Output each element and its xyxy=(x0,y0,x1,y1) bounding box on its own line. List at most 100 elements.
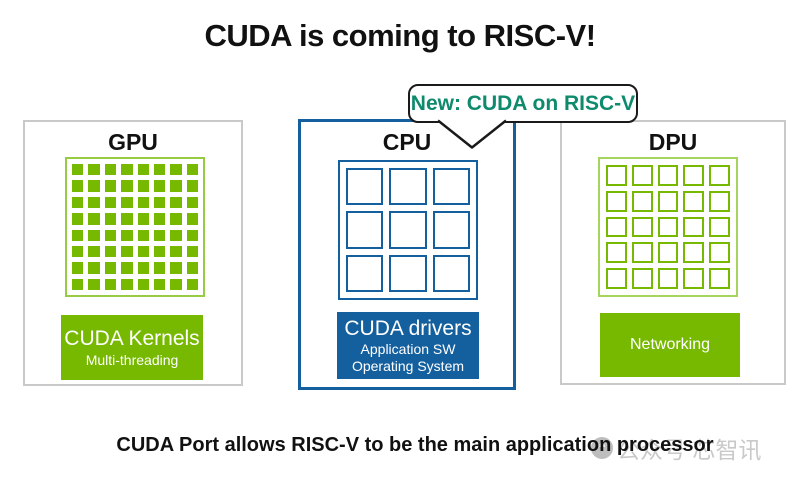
core-cell xyxy=(170,229,182,241)
core-cell xyxy=(170,262,182,274)
core-cell xyxy=(709,165,730,186)
core-cell xyxy=(709,190,730,212)
footer-caption: CUDA Port allows RISC-V to be the main a… xyxy=(116,434,714,456)
core-cell xyxy=(186,262,198,274)
core-cell xyxy=(88,196,100,209)
core-cell xyxy=(72,213,84,225)
core-cell xyxy=(153,245,166,258)
core-cell xyxy=(683,242,705,264)
core-cell xyxy=(683,216,705,238)
core-cell xyxy=(121,229,133,241)
core-cell xyxy=(346,211,384,249)
watermark-logo-icon: ❝ xyxy=(591,437,613,459)
core-cell xyxy=(170,278,182,290)
callout-bubble: New: CUDA on RISC-V xyxy=(408,84,638,123)
core-cell xyxy=(104,245,117,258)
core-cell xyxy=(606,216,627,238)
watermark: ❝ 公众号 芯智讯 xyxy=(591,431,761,465)
core-cell xyxy=(606,165,627,186)
cpu-label-box: CUDA drivers Application SW Operating Sy… xyxy=(337,312,479,379)
core-cell xyxy=(153,213,166,225)
core-cell xyxy=(88,229,100,241)
core-cell xyxy=(170,245,182,258)
core-cell xyxy=(137,245,149,258)
cpu-panel: CPU CUDA drivers Application SW Operatin… xyxy=(298,119,516,390)
dpu-core-grid xyxy=(598,157,738,297)
cpu-label-line3: Operating System xyxy=(351,357,465,374)
core-cell xyxy=(153,278,166,290)
core-cell xyxy=(606,190,627,212)
cpu-core-grid xyxy=(338,160,478,300)
core-cell xyxy=(432,211,470,249)
core-cell xyxy=(631,190,653,212)
core-cell xyxy=(104,278,117,290)
core-cell xyxy=(121,180,133,192)
cpu-label-line1: CUDA drivers xyxy=(344,316,472,340)
core-cell xyxy=(657,268,679,289)
core-cell xyxy=(121,278,133,290)
core-cell xyxy=(153,180,166,192)
core-cell xyxy=(389,254,427,292)
core-cell xyxy=(631,216,653,238)
gpu-label-line1: CUDA Kernels xyxy=(64,326,200,350)
core-cell xyxy=(88,180,100,192)
core-cell xyxy=(709,268,730,289)
core-cell xyxy=(137,229,149,241)
core-cell xyxy=(170,196,182,209)
core-cell xyxy=(631,165,653,186)
core-cell xyxy=(72,196,84,209)
core-cell xyxy=(657,216,679,238)
core-cell xyxy=(137,196,149,209)
core-cell xyxy=(104,180,117,192)
core-cell xyxy=(121,213,133,225)
core-cell xyxy=(657,165,679,186)
core-cell xyxy=(631,242,653,264)
core-cell xyxy=(186,180,198,192)
core-cell xyxy=(657,242,679,264)
core-cell xyxy=(631,268,653,289)
core-cell xyxy=(137,180,149,192)
core-cell xyxy=(72,180,84,192)
core-cell xyxy=(121,196,133,209)
core-cell xyxy=(186,196,198,209)
dpu-label-line1: Networking xyxy=(629,335,711,353)
core-cell xyxy=(186,229,198,241)
core-cell xyxy=(121,262,133,274)
core-cell xyxy=(709,216,730,238)
core-cell xyxy=(170,180,182,192)
core-cell xyxy=(683,190,705,212)
core-cell xyxy=(153,262,166,274)
core-cell xyxy=(88,164,100,176)
cpu-panel-title: CPU xyxy=(382,129,432,155)
core-cell xyxy=(153,229,166,241)
gpu-label-line2: Multi-threading xyxy=(85,351,179,368)
core-cell xyxy=(121,164,133,176)
core-cell xyxy=(186,245,198,258)
core-cell xyxy=(657,190,679,212)
core-cell xyxy=(121,245,133,258)
core-cell xyxy=(346,254,384,292)
core-cell xyxy=(104,262,117,274)
core-cell xyxy=(72,278,84,290)
callout-text: New: CUDA on RISC-V xyxy=(410,91,636,115)
page-title: CUDA is coming to RISC-V! xyxy=(204,18,596,53)
core-cell xyxy=(186,278,198,290)
core-cell xyxy=(606,268,627,289)
core-cell xyxy=(104,229,117,241)
core-cell xyxy=(88,262,100,274)
core-cell xyxy=(72,245,84,258)
core-cell xyxy=(153,196,166,209)
watermark-text: 公众号 芯智讯 xyxy=(617,437,762,463)
core-cell xyxy=(88,245,100,258)
gpu-panel-title: GPU xyxy=(108,129,158,155)
core-cell xyxy=(88,278,100,290)
gpu-panel: GPU CUDA Kernels Multi-threading xyxy=(23,120,243,386)
dpu-panel: DPU Networking xyxy=(560,120,786,385)
core-cell xyxy=(170,213,182,225)
core-cell xyxy=(137,278,149,290)
dpu-panel-title: DPU xyxy=(648,129,698,155)
core-cell xyxy=(389,168,427,206)
core-cell xyxy=(72,262,84,274)
core-cell xyxy=(153,164,166,176)
